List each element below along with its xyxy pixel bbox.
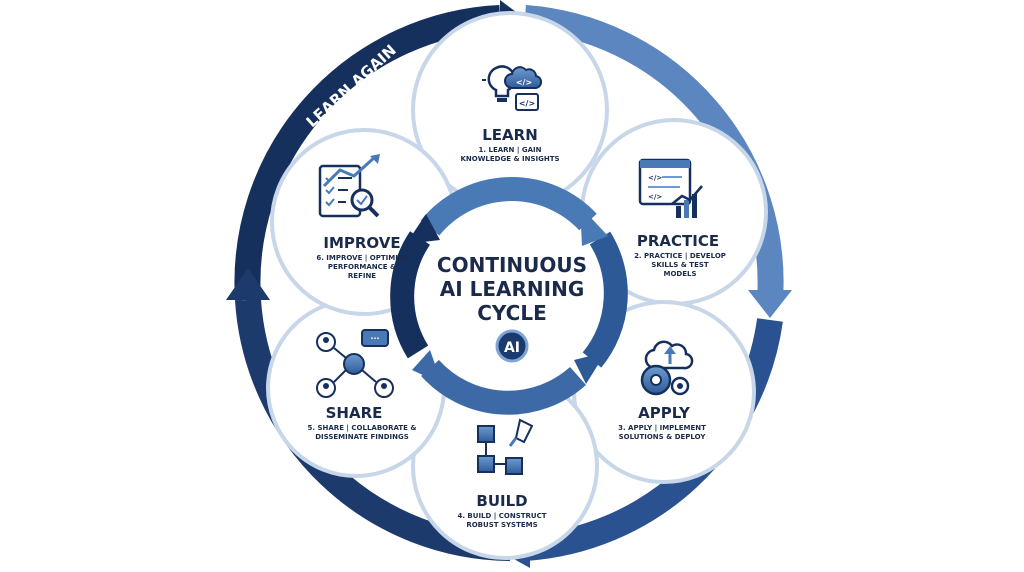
ai-badge-label: AI xyxy=(504,340,520,356)
stage-title-practice: PRACTICE xyxy=(637,232,719,250)
stage-desc-practice-1: 2. PRACTICE | DEVELOP xyxy=(634,252,726,261)
inner-ring-arc-bottom xyxy=(421,359,586,415)
stage-desc-build-2: ROBUST SYSTEMS xyxy=(466,521,537,529)
stage-desc-practice-3: MODELS xyxy=(663,270,696,278)
stage-title-learn: LEARN xyxy=(482,126,538,144)
outer-arrow-left xyxy=(226,268,270,300)
center-title: CONTINUOUS AI LEARNING CYCLE AI xyxy=(437,253,587,363)
outer-ring-arc-right xyxy=(524,5,784,301)
ai-badge-circle xyxy=(495,329,529,363)
lightbulb-cloud-code-icon: </> </> xyxy=(482,65,543,111)
code-window-chart-icon: </> </> xyxy=(638,158,703,218)
stage-desc-improve-3: REFINE xyxy=(348,272,376,280)
inner-arrow-4 xyxy=(406,214,440,244)
inner-arrow-1 xyxy=(580,206,608,246)
inner-arrow-2 xyxy=(574,352,606,384)
outer-arrow-right xyxy=(748,290,792,318)
outer-ring-arc-left xyxy=(234,5,501,301)
svg-text:</>: </> xyxy=(519,99,535,108)
stage-title-apply: APPLY xyxy=(638,404,691,422)
center-line-3: CYCLE xyxy=(477,301,547,325)
stage-desc-learn-2: KNOWLEDGE & INSIGHTS xyxy=(460,155,559,163)
stage-desc-build-1: 4. BUILD | CONSTRUCT xyxy=(457,512,546,521)
inner-ring-arc-right xyxy=(582,231,628,368)
inner-cycle-ring xyxy=(390,177,628,415)
svg-text:···: ··· xyxy=(370,334,379,343)
stage-desc-share-2: DISSEMINATE FINDINGS xyxy=(315,433,409,441)
stage-title-improve: IMPROVE xyxy=(323,234,400,252)
svg-text:</>: </> xyxy=(648,193,662,201)
stage-desc-improve-1: 6. IMPROVE | OPTIMIZE xyxy=(316,254,408,263)
stage-desc-learn-1: 1. LEARN | GAIN xyxy=(479,146,542,155)
inner-ring-arc-left xyxy=(390,231,431,359)
inner-arrow-3 xyxy=(412,350,442,384)
inner-ring-arc-top xyxy=(420,177,597,236)
center-line-1: CONTINUOUS xyxy=(437,253,587,277)
cubes-rocket-icon xyxy=(477,418,534,475)
stage-desc-improve-2: PERFORMANCE & xyxy=(328,263,396,271)
cloud-gear-icon xyxy=(640,340,694,396)
checklist-magnifier-chart-icon xyxy=(318,154,380,218)
stage-title-build: BUILD xyxy=(476,492,527,510)
stage-title-share: SHARE xyxy=(326,404,383,422)
stage-desc-apply-1: 3. APPLY | IMPLEMENT xyxy=(618,424,706,433)
svg-text:</>: </> xyxy=(648,174,662,182)
stage-desc-apply-2: SOLUTIONS & DEPLOY xyxy=(619,433,707,441)
center-line-2: AI LEARNING xyxy=(440,277,585,301)
stage-desc-share-1: 5. SHARE | COLLABORATE & xyxy=(308,424,417,433)
stage-desc-practice-2: SKILLS & TEST xyxy=(651,261,709,269)
people-network-icon: ··· xyxy=(316,329,394,398)
svg-text:</>: </> xyxy=(516,78,532,87)
